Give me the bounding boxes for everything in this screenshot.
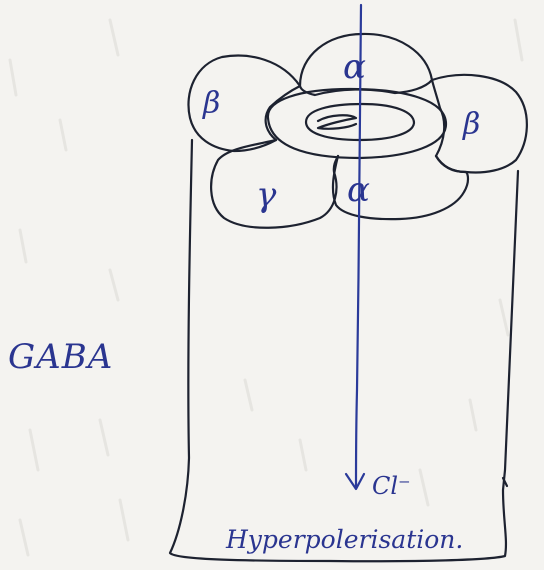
effect-label: Hyperpolerisation. (225, 525, 463, 554)
pore-shading (318, 115, 356, 128)
label-alpha-bottom: α (347, 170, 370, 210)
label-gamma: γ (256, 175, 277, 215)
channel-body-outline (170, 140, 518, 561)
side-label-gaba: GABA (8, 337, 113, 377)
label-beta-left: β (202, 86, 220, 121)
ion-label: Cl⁻ (372, 472, 411, 500)
label-alpha-top: α (343, 47, 366, 87)
label-beta-right: β (462, 107, 480, 142)
subunit-alpha-top-outline (300, 34, 432, 95)
